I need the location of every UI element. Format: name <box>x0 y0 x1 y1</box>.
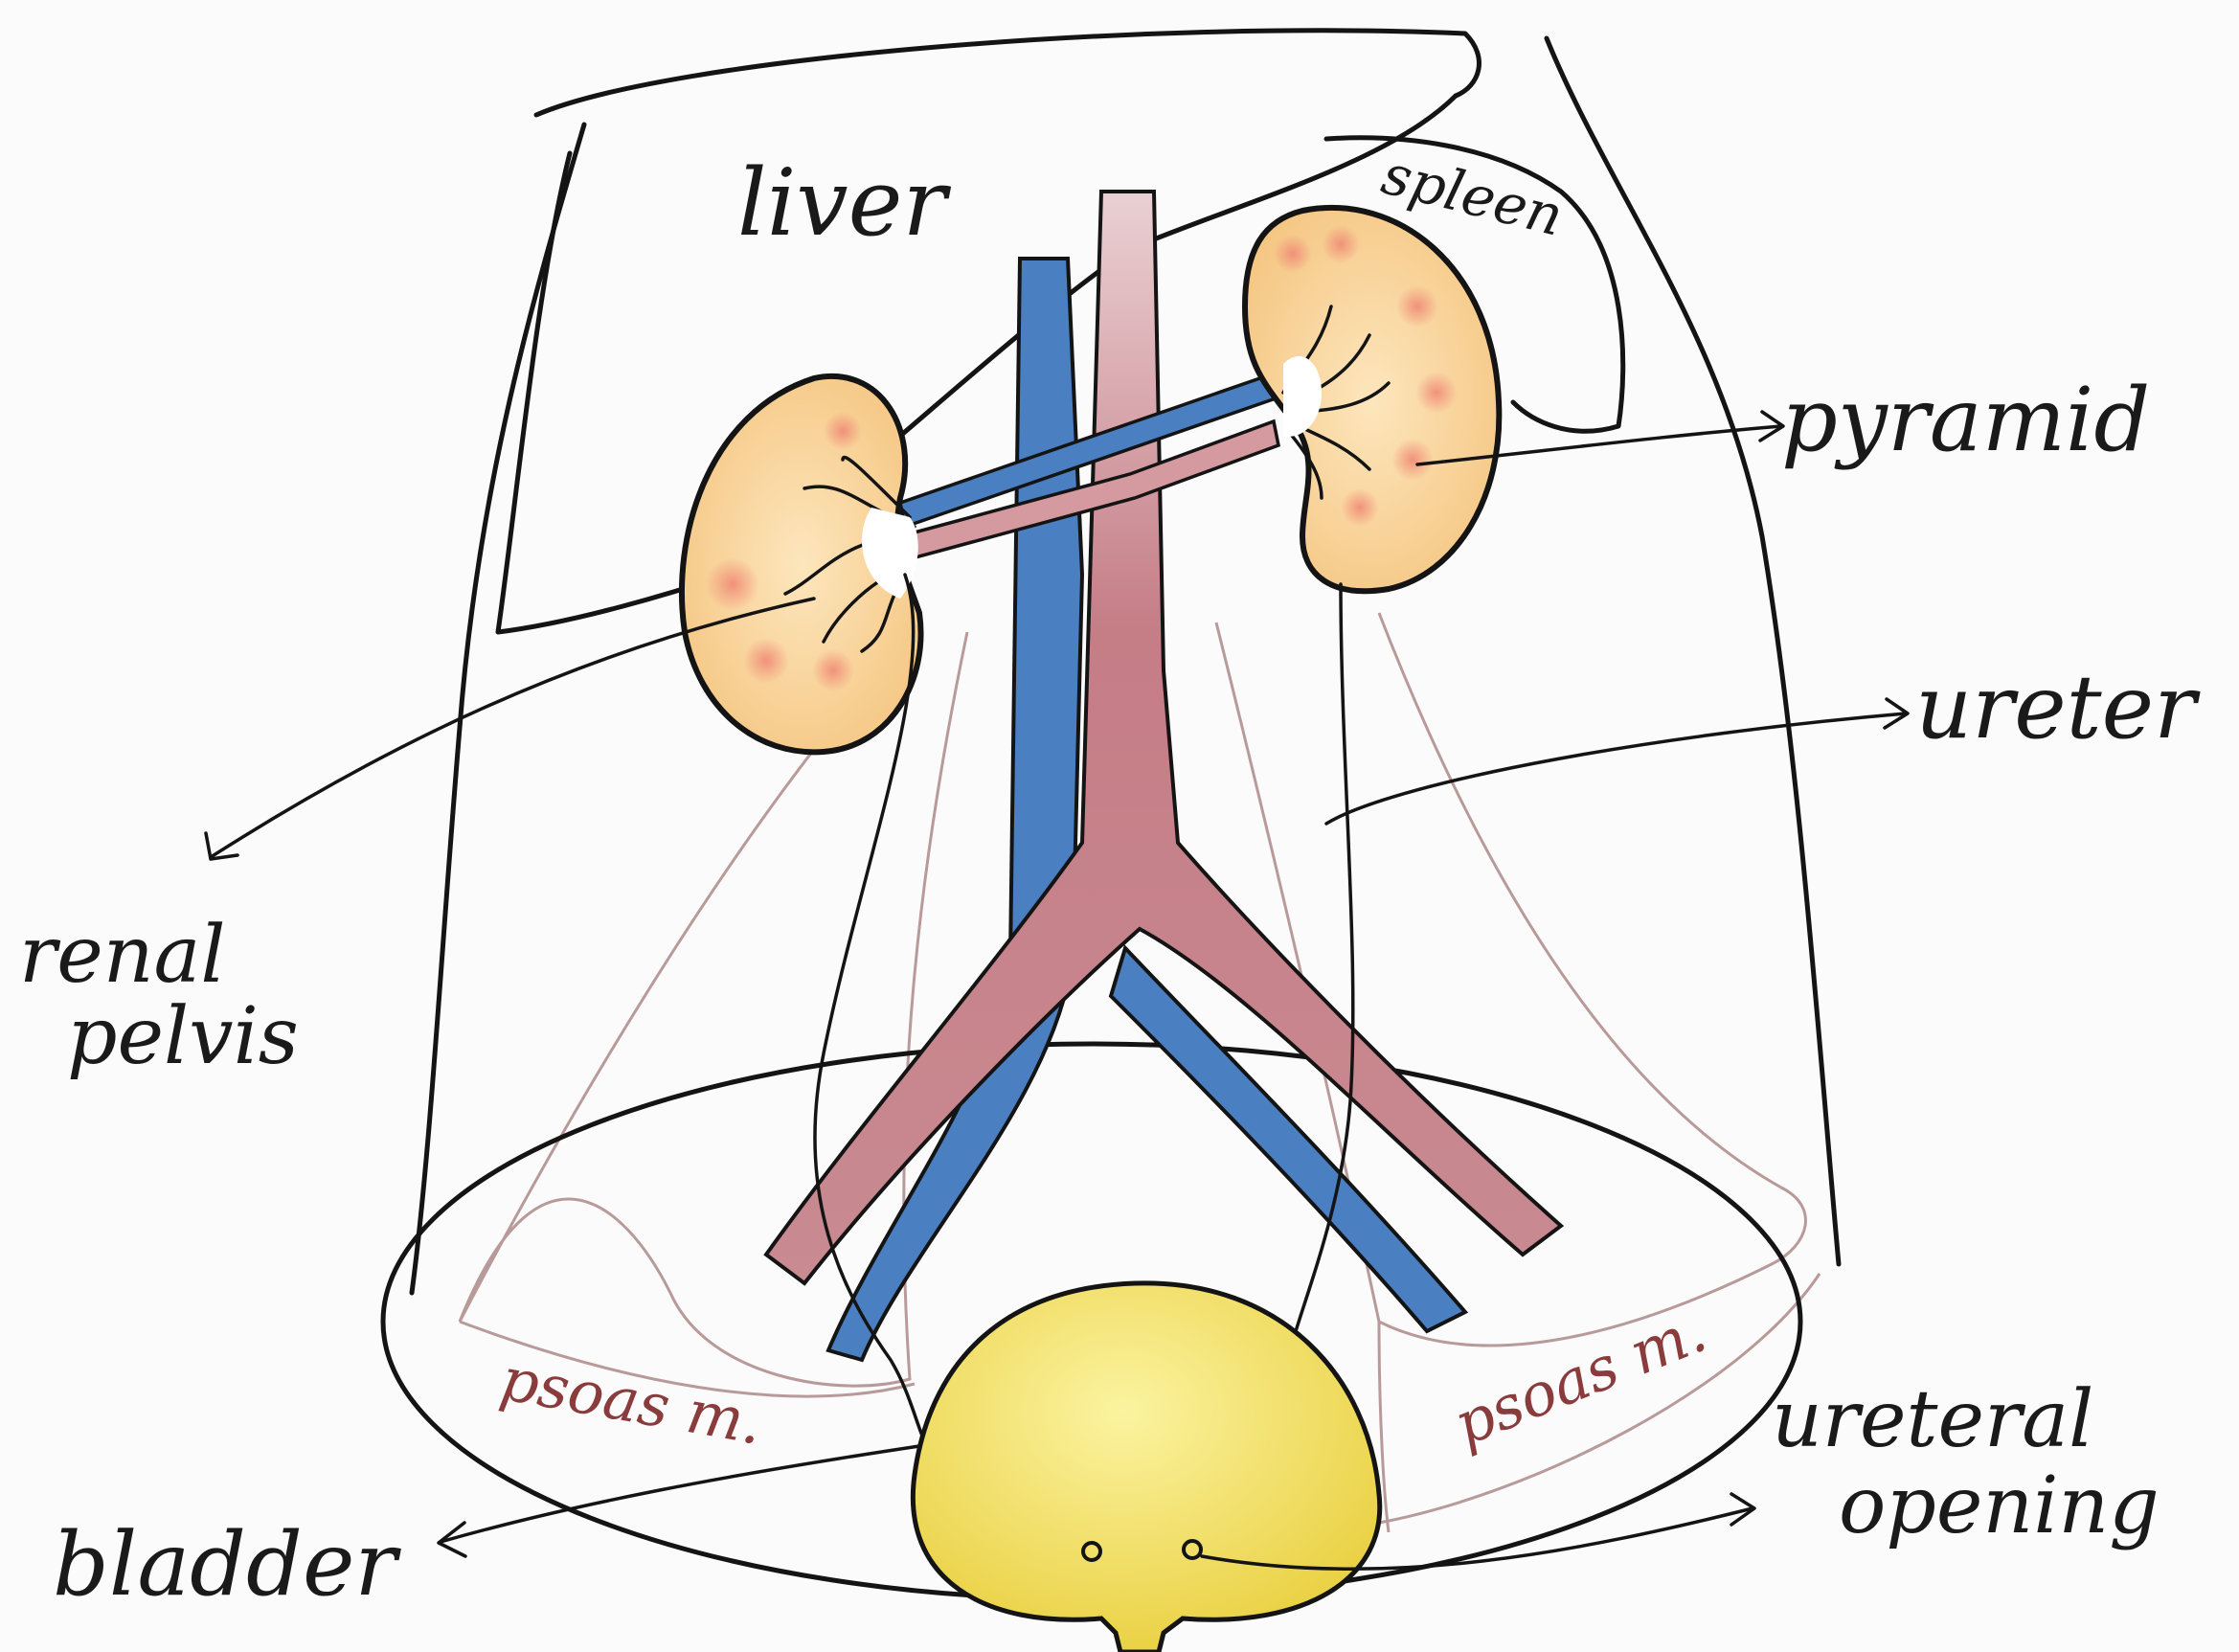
label-renal-pelvis-line1: renal <box>19 910 226 1001</box>
label-ureteral-opening-line1: ureteral <box>1772 1374 2093 1465</box>
label-ureteral-opening-line2: opening <box>1839 1460 2160 1551</box>
label-bladder: bladder <box>53 1513 401 1616</box>
label-ureter: ureter <box>1915 656 2201 758</box>
label-pyramid: pyramid <box>1781 369 2150 471</box>
kidney-left <box>682 376 921 752</box>
psoas-muscle-left: psoas m. <box>460 632 967 1459</box>
psoas-right-label: psoas m. <box>1444 1296 1715 1460</box>
kidney-right <box>1245 208 1499 591</box>
label-liver: liver <box>737 149 951 257</box>
psoas-left-label: psoas m. <box>495 1344 767 1459</box>
bladder <box>913 1283 1379 1652</box>
label-renal-pelvis-line2: pelvis <box>67 991 299 1082</box>
renal-vessels <box>900 373 1278 560</box>
